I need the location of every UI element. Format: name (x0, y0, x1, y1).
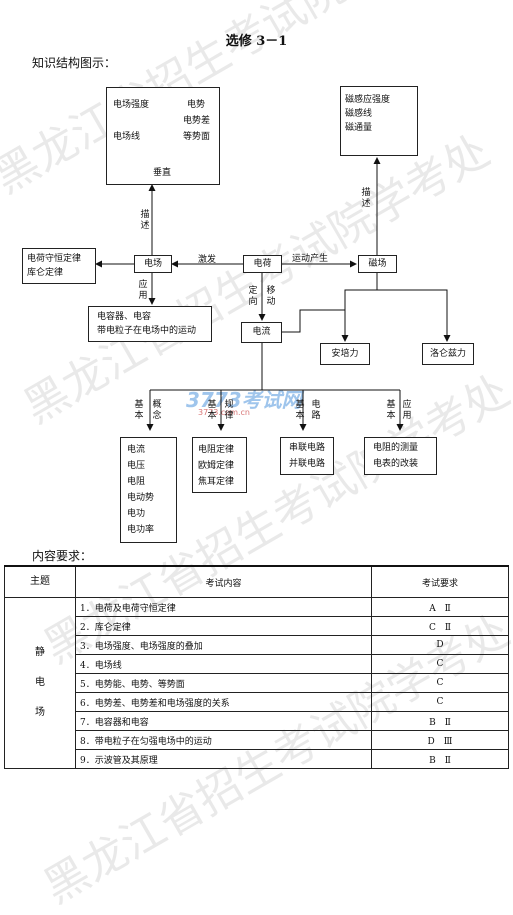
table-row: 静电场 1．电荷及电荷守恒定律 A Ⅱ (4, 597, 509, 769)
field-strength-label: 电场强度 (113, 100, 150, 110)
coulomb-law-label: 库仑定律 (27, 268, 64, 278)
branch-basic-label-1: 基本 (134, 400, 144, 421)
current-node: 电流 (241, 322, 282, 343)
concept-current: 电流 (127, 445, 146, 455)
basic-concepts-box: 电流 电压 电阻 电动势 电功 电功率 (120, 437, 177, 543)
concept-power: 电功率 (127, 525, 155, 535)
potential-difference-label: 电势差 (183, 116, 211, 126)
table-header-row: 主题 考试内容 考试要求 (4, 565, 509, 598)
requirement-cell: C (371, 654, 509, 674)
topic-char: 电 (35, 677, 45, 688)
watermark-logo: 3773考试网 (186, 388, 302, 412)
field-line-label: 电场线 (113, 132, 141, 142)
table-row: 7．电容器和电容 B Ⅱ (5, 711, 509, 731)
branch-circuit-label: 电路 (311, 400, 321, 421)
charge-node: 电荷 (243, 255, 282, 273)
table-row: 8．带电粒子在匀强电场中的运动 D Ⅲ (5, 730, 509, 750)
header-topic: 主题 (4, 565, 76, 598)
magnetic-field-node: 磁场 (358, 255, 397, 273)
requirement-cell: B Ⅱ (371, 749, 509, 769)
requirement-cell: B Ⅱ (371, 711, 509, 731)
requirement-cell: A Ⅱ (371, 597, 509, 617)
motion-produce-label: 运动产生 (292, 254, 329, 264)
section-structure-heading: 知识结构图示： (32, 56, 117, 70)
concept-resistance: 电阻 (127, 477, 146, 487)
content-cell: 6．电势差、电势差和电场强度的关系 (75, 692, 372, 712)
branch-apply-label: 应用 (402, 400, 412, 421)
content-cell: 5．电势能、电势、等势面 (75, 673, 372, 693)
potential-label: 电势 (187, 100, 206, 110)
table-row: 9．示波管及其原理 B Ⅱ (5, 749, 509, 769)
describe-left-label: 描述 (140, 210, 150, 231)
requirement-cell: C Ⅱ (371, 616, 509, 636)
app-resistance-measurement: 电阻的测量 (373, 443, 419, 453)
table-row: 3．电场强度、电场强度的叠加 D (5, 635, 509, 655)
basic-laws-box: 电阻定律 欧姆定律 焦耳定律 (192, 437, 247, 493)
content-cell: 8．带电粒子在匀强电场中的运动 (75, 730, 372, 750)
concept-work: 电功 (127, 509, 146, 519)
ampere-force-node: 安培力 (320, 343, 370, 365)
law-joule: 焦耳定律 (198, 477, 235, 487)
content-cell: 9．示波管及其原理 (75, 749, 372, 769)
charge-laws-box: 电荷守恒定律 库仑定律 (22, 248, 96, 284)
magnetic-line-label: 磁感线 (345, 109, 373, 119)
move-label: 移动 (266, 286, 276, 307)
circuit-series: 串联电路 (289, 443, 326, 453)
header-requirement: 考试要求 (371, 565, 509, 598)
page-title: 选修 3－1 (225, 34, 288, 49)
capacitor-box: 电容器、电容 带电粒子在电场中的运动 (88, 306, 212, 342)
equipotential-label: 等势面 (183, 132, 211, 142)
branch-basic-label-4: 基本 (386, 400, 396, 421)
charge-conservation-label: 电荷守恒定律 (27, 254, 82, 264)
basic-applications-box: 电阻的测量 电表的改装 (364, 437, 437, 475)
branch-law-label: 规律 (224, 400, 234, 421)
field-properties-box: 电场强度 电势 电势差 电场线 等势面 垂直 (106, 87, 220, 185)
requirement-cell: D (371, 635, 509, 655)
diagram-connectors (95, 145, 451, 431)
content-cell: 1．电荷及电荷守恒定律 (75, 597, 372, 617)
table-row: 5．电势能、电势、等势面 C (5, 673, 509, 693)
topic-char: 静 (35, 647, 45, 658)
lorentz-force-node: 洛仑兹力 (422, 343, 474, 365)
perpendicular-label: 垂直 (153, 168, 172, 178)
topic-electrostatics: 静电场 (9, 638, 71, 728)
content-cell: 4．电场线 (75, 654, 372, 674)
requirement-cell: C (371, 673, 509, 693)
content-cell: 2．库仑定律 (75, 616, 372, 636)
concept-emf: 电动势 (127, 493, 155, 503)
branch-basic-label-3: 基本 (295, 400, 305, 421)
magnetic-induction-label: 磁感应强度 (345, 95, 391, 105)
electric-field-node: 电场 (134, 255, 172, 273)
basic-circuits-box: 串联电路 并联电路 (280, 437, 334, 475)
requirements-table: 主题 考试内容 考试要求 静电场 1．电荷及电荷守恒定律 A Ⅱ 2．库仑定律 … (4, 565, 509, 769)
directional-label: 定向 (248, 286, 258, 307)
describe-right-label: 描述 (361, 188, 371, 209)
circuit-parallel: 并联电路 (289, 459, 326, 469)
magnetic-flux-label: 磁通量 (345, 123, 373, 133)
table-row: 4．电场线 C (5, 654, 509, 674)
magnetic-properties-box: 磁感应强度 磁感线 磁通量 (340, 86, 418, 156)
header-content: 考试内容 (75, 565, 372, 598)
requirement-cell: D Ⅲ (371, 730, 509, 750)
law-resistance: 电阻定律 (198, 445, 235, 455)
excite-label: 激发 (198, 255, 217, 265)
law-ohm: 欧姆定律 (198, 461, 235, 471)
table-row: 2．库仑定律 C Ⅱ (5, 616, 509, 636)
concept-voltage: 电压 (127, 461, 146, 471)
apply-label: 应用 (138, 280, 148, 301)
capacitor-label: 电容器、电容 (97, 312, 152, 322)
topic-char: 场 (35, 707, 45, 718)
section-requirements-heading: 内容要求： (32, 549, 93, 563)
branch-basic-label-2: 基本 (207, 400, 217, 421)
topic-cell: 静电场 (4, 597, 76, 769)
watermark-logo-url: 3773.com.cn (198, 408, 250, 417)
content-cell: 7．电容器和电容 (75, 711, 372, 731)
content-cell: 3．电场强度、电场强度的叠加 (75, 635, 372, 655)
app-meter-conversion: 电表的改装 (373, 459, 419, 469)
requirement-cell: C (371, 692, 509, 712)
table-row: 6．电势差、电势差和电场强度的关系 C (5, 692, 509, 712)
particle-motion-label: 带电粒子在电场中的运动 (97, 326, 197, 336)
branch-concept-label: 概念 (152, 400, 162, 421)
